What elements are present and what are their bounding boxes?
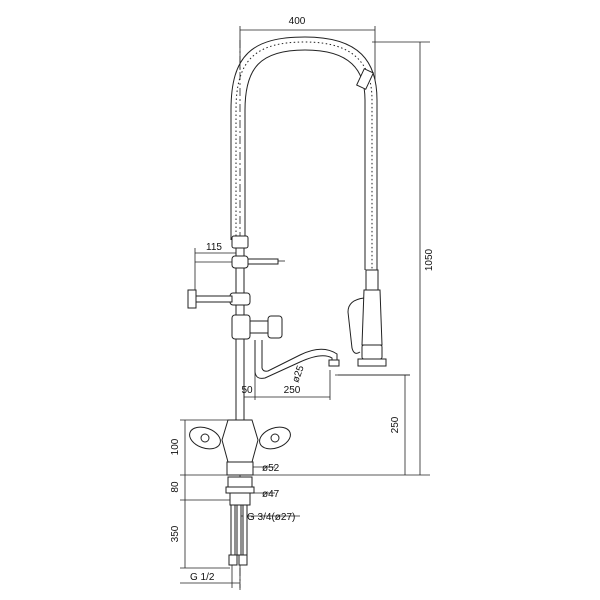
wall-bracket — [187, 258, 285, 309]
mounting-shank — [225, 476, 255, 566]
dim-thread-size: G 3/4(ø27) — [247, 512, 295, 523]
spray-head — [338, 269, 410, 376]
dim-hose-span-width: 400 — [289, 16, 306, 27]
dim-total-height: 1050 — [424, 248, 435, 271]
dim-bracket-offset: 115 — [206, 242, 222, 253]
dim-inlet-thread: G 1/2 — [190, 572, 215, 583]
dim-base-diameter: ø52 — [262, 463, 280, 474]
dim-spout-offset: 50 — [241, 385, 253, 396]
dimension-labels: 400 1050 115 250 50 ø25 250 100 ø52 80 ø… — [170, 16, 435, 583]
dim-spout-reach: 250 — [284, 385, 301, 396]
dimension-lines — [180, 26, 430, 590]
dim-mixer-body-height: 100 — [170, 438, 181, 455]
dim-shank-diameter: ø47 — [262, 489, 280, 500]
mixer-body — [189, 419, 291, 476]
dim-mounting-height: 80 — [170, 481, 181, 493]
dim-spout-height: 250 — [390, 416, 401, 433]
dim-supply-pipe-length: 350 — [170, 525, 181, 542]
spring-hose — [230, 36, 378, 270]
dim-spout-diameter: ø25 — [291, 364, 307, 384]
spout-valve — [231, 314, 340, 379]
